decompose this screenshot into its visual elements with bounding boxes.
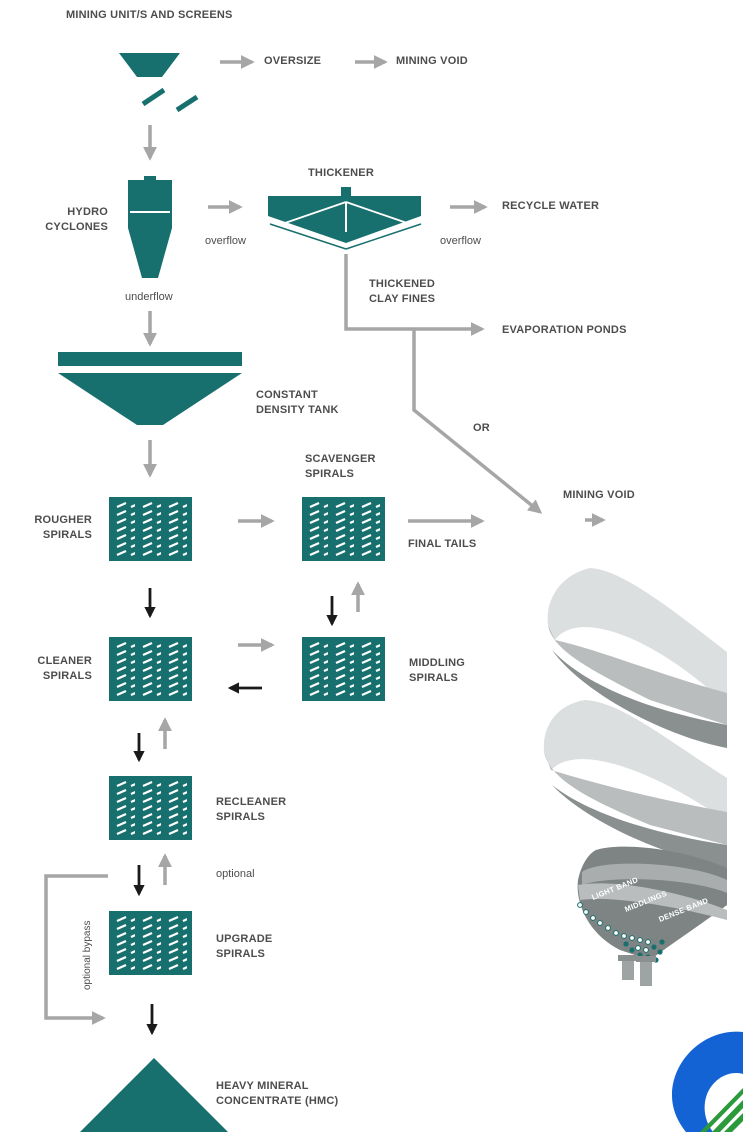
underflow-label: underflow bbox=[125, 291, 173, 303]
optional-label: optional bbox=[216, 868, 255, 880]
optional-bypass-line bbox=[44, 874, 108, 1025]
recleaner-spirals-label: RECLEANER SPIRALS bbox=[216, 796, 287, 823]
constant-density-tank-icon bbox=[58, 352, 242, 425]
middling-spirals-icon bbox=[302, 637, 385, 701]
rougher-spirals-label: ROUGHER SPIRALS bbox=[34, 514, 92, 541]
scavenger-spirals-icon bbox=[302, 497, 385, 561]
optional-bypass-label: optional bypass bbox=[82, 920, 93, 991]
thickener-icon bbox=[268, 187, 422, 250]
cleaner-spirals-icon bbox=[109, 637, 192, 701]
spiral-concentrator-illustration: LIGHT BAND MIDDLINGS DENSE BAND bbox=[543, 568, 727, 986]
recycle-water-label: RECYCLE WATER bbox=[502, 200, 600, 212]
mining-unit-hopper-icon bbox=[119, 53, 199, 113]
upgrade-spirals-label: UPGRADE SPIRALS bbox=[216, 933, 273, 960]
middling-spirals-label: MIDDLING SPIRALS bbox=[409, 657, 465, 684]
overflow-thickener-label: overflow bbox=[440, 235, 481, 247]
mining-void-top-label: MINING VOID bbox=[396, 55, 468, 67]
upgrade-spirals-icon bbox=[109, 911, 192, 975]
hydro-cyclones-label: HYDRO CYCLONES bbox=[45, 206, 108, 233]
evaporation-ponds-label: EVAPORATION PONDS bbox=[502, 324, 627, 336]
arrow-to-evaporation-ponds bbox=[344, 254, 485, 336]
company-logo bbox=[672, 1031, 743, 1132]
hydro-cyclone-icon bbox=[128, 176, 172, 278]
oversize-label: OVERSIZE bbox=[264, 55, 322, 67]
recleaner-spirals-icon bbox=[109, 776, 192, 840]
overflow-cyclone-label: overflow bbox=[205, 235, 246, 247]
mining-units-label: MINING UNIT/S AND SCREENS bbox=[66, 9, 233, 21]
rougher-spirals-icon bbox=[109, 497, 192, 561]
hmc-label: HEAVY MINERAL CONCENTRATE (HMC) bbox=[216, 1080, 339, 1107]
mining-void-mid-label: MINING VOID bbox=[563, 489, 635, 501]
final-tails-label: FINAL TAILS bbox=[408, 538, 477, 550]
thickened-clay-fines-label: THICKENED CLAY FINES bbox=[369, 278, 436, 305]
or-label: OR bbox=[473, 422, 490, 434]
cleaner-spirals-label: CLEANER SPIRALS bbox=[37, 655, 92, 682]
constant-density-tank-label: CONSTANT DENSITY TANK bbox=[256, 389, 339, 416]
scavenger-spirals-label: SCAVENGER SPIRALS bbox=[305, 453, 376, 480]
thickener-label: THICKENER bbox=[308, 167, 374, 179]
arrow-or-to-mining-void bbox=[412, 329, 543, 514]
hmc-pile-icon bbox=[80, 1058, 228, 1132]
